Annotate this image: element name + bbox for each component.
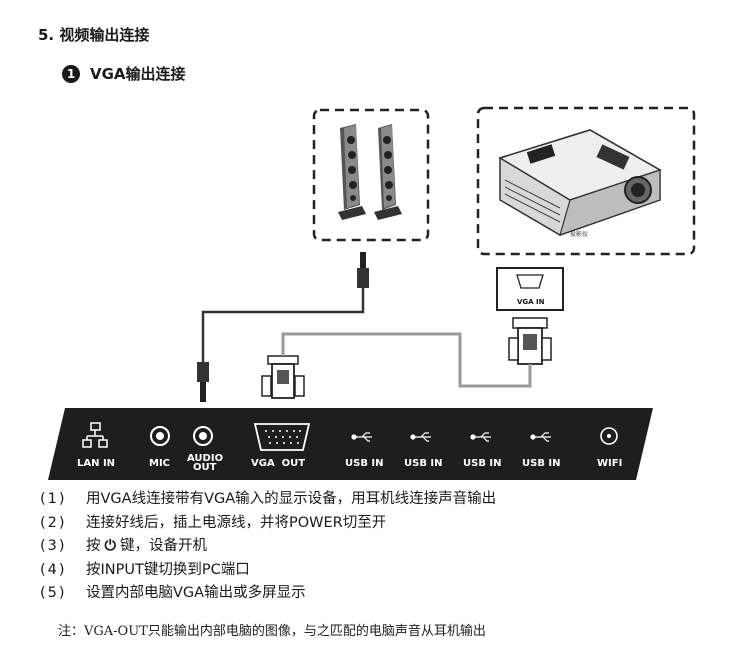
vga-plug-bottom <box>261 355 305 399</box>
usb-in-label-2: USB IN <box>404 458 443 469</box>
usb-in-label-3: USB IN <box>463 458 502 469</box>
step-item: (4) 按INPUT键切换到PC端口 <box>40 559 496 583</box>
step-item: (3) 按 ⏻ 键，设备开机 <box>40 535 496 559</box>
audio-out-label-line1: AUDIO <box>187 453 223 464</box>
mic-label: MIC <box>149 458 170 469</box>
steps-list: (1) 用VGA线连接带有VGA输入的显示设备，用耳机线连接声音输出 (2) 连… <box>40 488 496 606</box>
audio-plug-bottom <box>197 362 209 402</box>
audio-out-jack-icon <box>193 426 213 446</box>
step-text-before: 按 <box>86 538 101 554</box>
mic-jack-icon <box>150 426 170 446</box>
usb-icon-3 <box>470 432 491 442</box>
connection-diagram: 投影仪 VGA IN LAN IN <box>48 106 696 480</box>
step-text: 连接好线后，插上电源线，并将POWER切至开 <box>86 514 387 531</box>
usb-icon-4 <box>530 432 551 442</box>
usb-icon-2 <box>410 432 431 442</box>
vga-out-label: VGA OUT <box>251 458 305 469</box>
step-index: (1) <box>40 491 67 507</box>
note-text: 注：VGA-OUT只能输出内部电脑的图像，与之匹配的电脑声音从耳机输出 <box>58 624 486 639</box>
projector-label: 投影仪 <box>570 230 588 238</box>
step-index: (3) <box>40 538 67 554</box>
sub-title: 1 VGA输出连接 <box>62 63 186 84</box>
step-item: (2) 连接好线后，插上电源线，并将POWER切至开 <box>40 512 496 536</box>
usb-in-label-1: USB IN <box>345 458 384 469</box>
vga-out-pins <box>265 430 301 444</box>
section-title: 5. 视频输出连接 <box>38 26 150 44</box>
step-text: 设置内部电脑VGA输出或多屏显示 <box>86 585 306 601</box>
audio-out-label-line2: OUT <box>193 462 217 473</box>
step-text: 用VGA线连接带有VGA输入的显示设备，用耳机线连接声音输出 <box>86 491 497 507</box>
wifi-label: WIFI <box>597 458 622 469</box>
lan-in-label: LAN IN <box>77 458 115 469</box>
step-index: (5) <box>40 585 67 601</box>
vga-cable <box>281 332 532 388</box>
step-text: 按INPUT键切换到PC端口 <box>86 561 250 578</box>
wifi-icon <box>600 427 618 445</box>
lan-icon <box>82 422 108 448</box>
vga-in-label: VGA IN <box>517 298 545 306</box>
vga-plug-top <box>508 317 552 365</box>
step-text-after: 键，设备开机 <box>119 538 207 554</box>
projector-frame <box>476 106 696 256</box>
port-panel <box>48 408 653 480</box>
step-number-badge: 1 <box>62 64 80 83</box>
step-index: (4) <box>40 561 67 578</box>
sub-title-text: VGA输出连接 <box>90 65 186 83</box>
speakers-frame <box>312 108 430 242</box>
vga-out-port-icon <box>253 423 311 451</box>
usb-icon-1 <box>351 432 372 442</box>
audio-cable <box>201 288 365 362</box>
vga-in-port-icon <box>516 274 544 289</box>
projector-illustration: 投影仪 <box>498 129 662 238</box>
audio-plug-top <box>357 252 369 288</box>
speakers-illustration <box>338 124 402 220</box>
step-item: (1) 用VGA线连接带有VGA输入的显示设备，用耳机线连接声音输出 <box>40 488 496 512</box>
step-index: (2) <box>40 514 67 531</box>
usb-in-label-4: USB IN <box>522 458 561 469</box>
step-item: (5) 设置内部电脑VGA输出或多屏显示 <box>40 582 496 606</box>
power-icon: ⏻ <box>104 538 116 554</box>
